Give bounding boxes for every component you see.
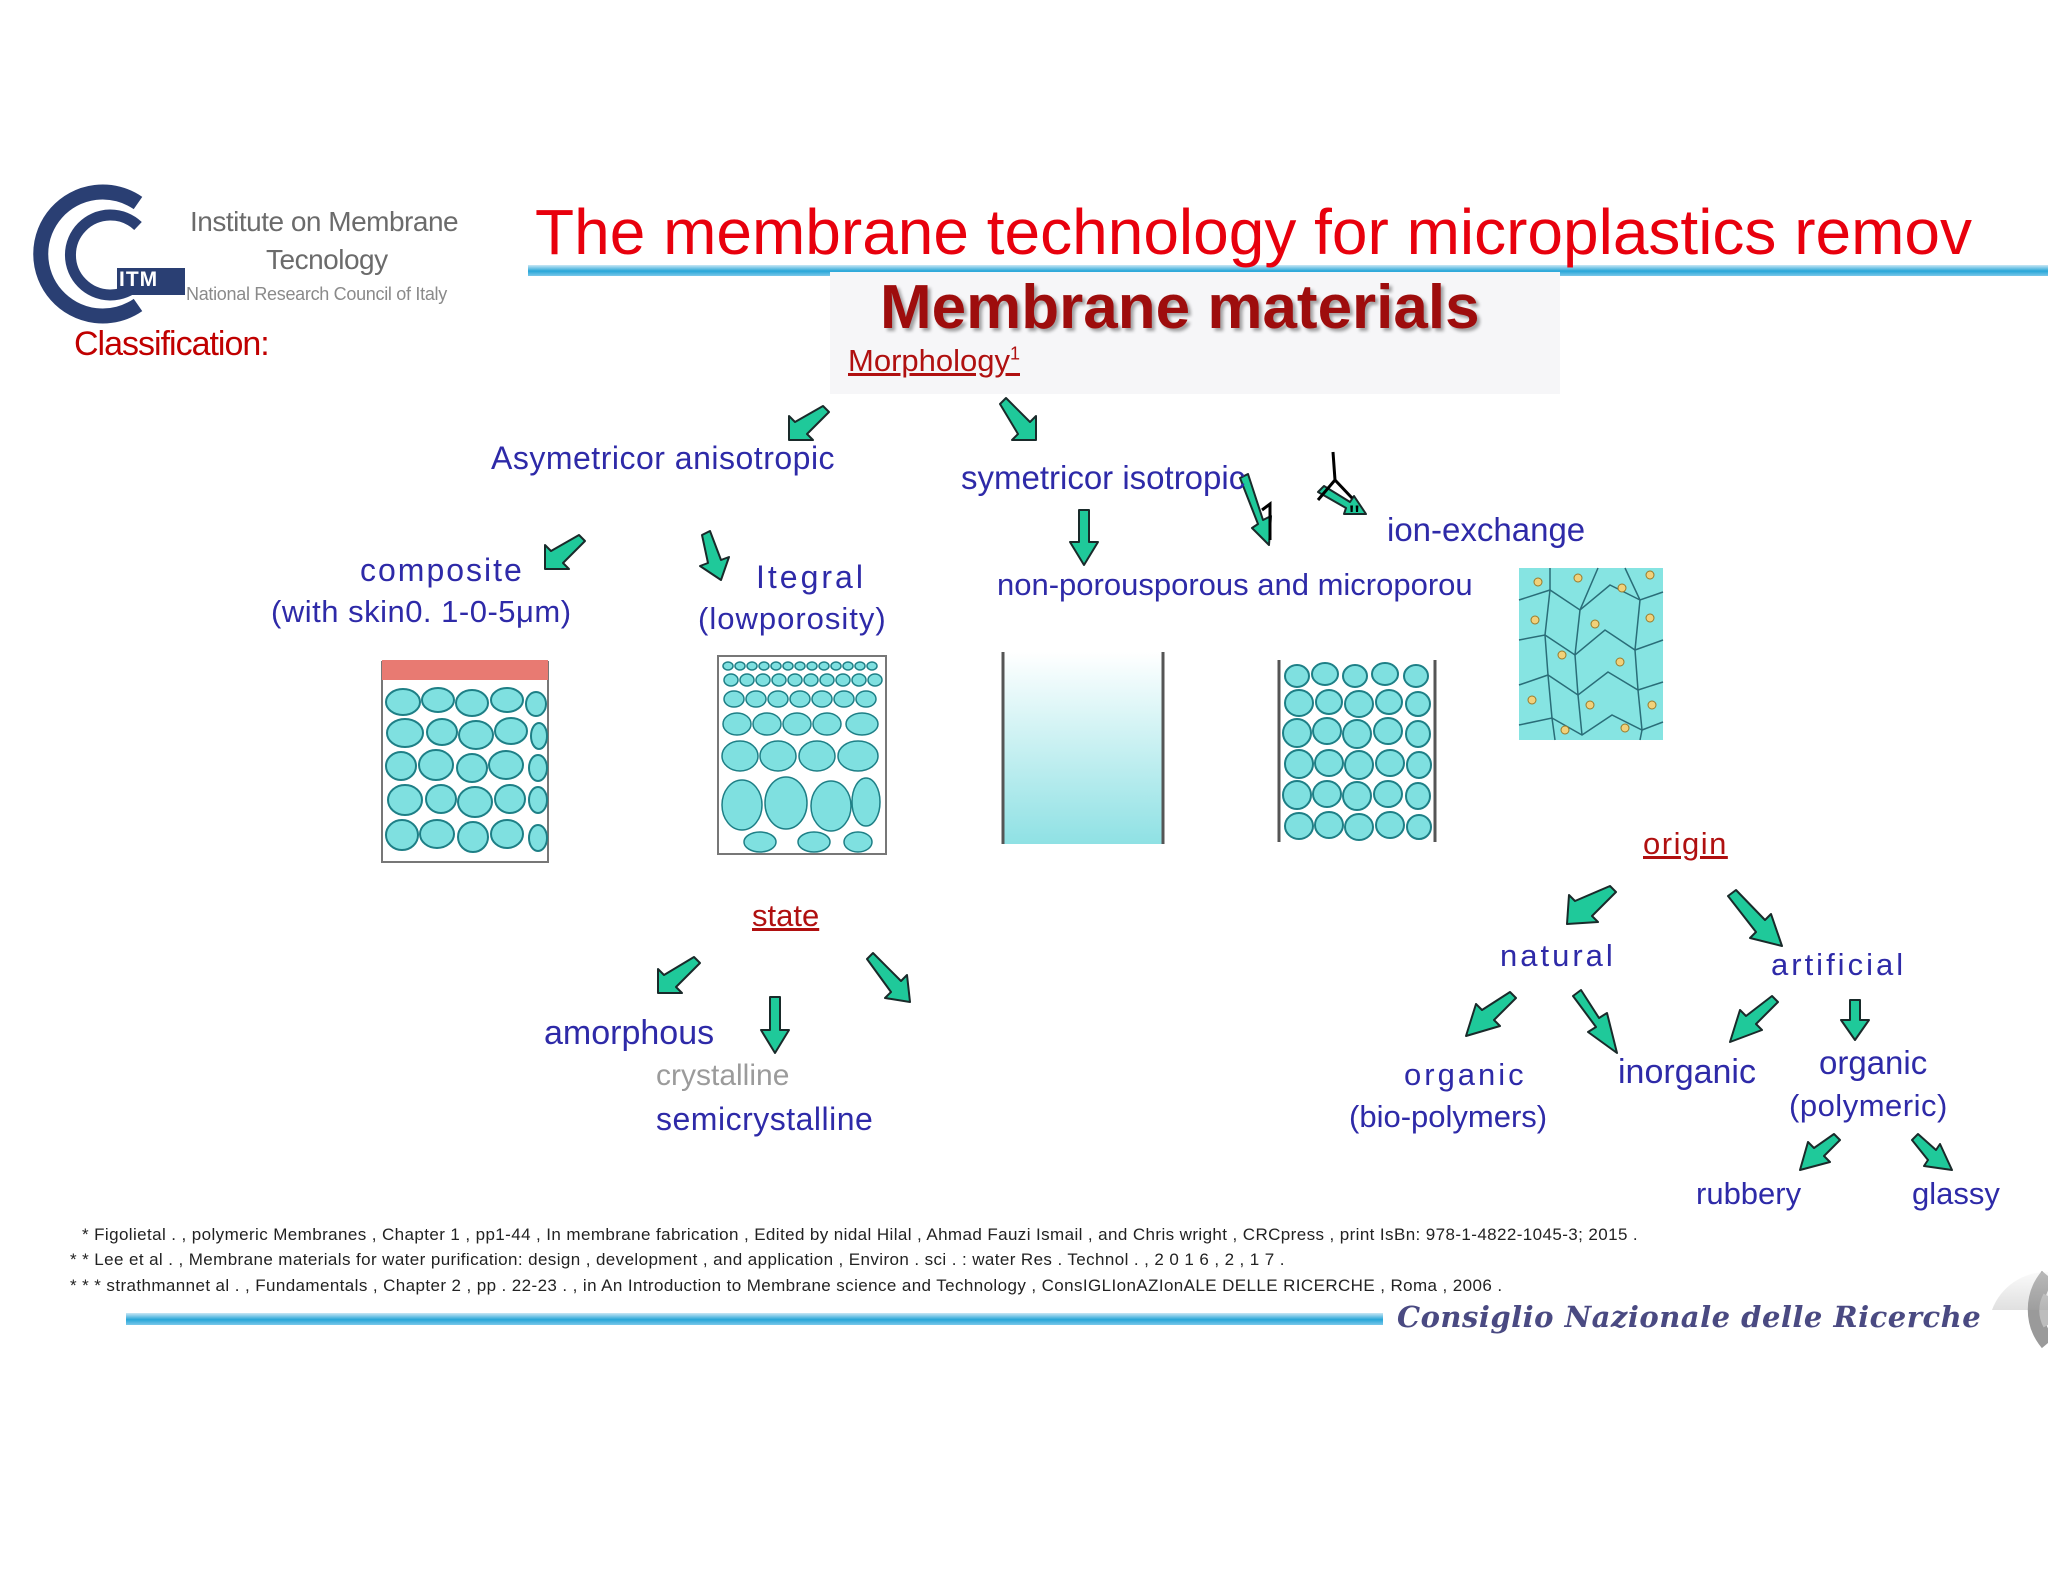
morphology-root: Morphology1 (848, 343, 1020, 379)
membrane-ion-exchange-illustration (1518, 567, 1664, 741)
arrow-origin-to-natural (1566, 885, 1617, 925)
stray-quote-mark: " (1349, 500, 1360, 533)
node-ion-exchange: ion-exchange (1387, 511, 1586, 548)
arrow-asym-to-integral (699, 530, 730, 581)
node-organic-natural: organic (1404, 1057, 1527, 1092)
node-composite: composite (360, 552, 524, 588)
arrow-origin-to-artificial (1727, 889, 1783, 947)
subtitle-background (830, 272, 1560, 394)
arrow-morphology-to-sym (999, 397, 1037, 441)
node-glassy: glassy (1912, 1176, 2000, 1211)
arrow-natural-to-inorganic (1572, 989, 1618, 1054)
arrow-sym-to-nonporous (1069, 509, 1099, 566)
arrow-state-to-semicrystalline (866, 952, 911, 1003)
arrow-state-to-amorphous (657, 956, 701, 994)
node-organic-artificial-note: (polymeric) (1789, 1088, 1948, 1123)
institute-name-line2: Tecnology (266, 244, 388, 275)
membrane-microporous-illustration (1277, 660, 1437, 842)
node-composite-note: (with skin0. 1-0-5μm) (271, 594, 572, 629)
state-root: state (752, 898, 820, 933)
arrow-organic-to-rubbery (1799, 1133, 1841, 1171)
arrow-state-to-crystalline (760, 996, 790, 1054)
stray-marks (1261, 451, 1354, 540)
cnr-logo (1992, 1270, 2048, 1349)
morphology-footnote-mark: 1 (1009, 343, 1020, 364)
arrow-artificial-to-inorganic (1729, 995, 1779, 1043)
node-amorphous: amorphous (544, 1014, 715, 1052)
reference-2: * * Lee et al . , Membrane materials for… (70, 1250, 1285, 1269)
reference-1: * Figolietal . , polymeric Membranes , C… (82, 1225, 1639, 1244)
classification-label: Classification: (74, 325, 270, 363)
arrow-natural-to-organic (1465, 991, 1517, 1037)
node-asymmetric: Asymetricor anisotropic (491, 440, 836, 476)
node-artificial: artificial (1771, 947, 1907, 982)
node-integral: Itegral (756, 559, 866, 595)
arrow-morphology-to-asym (788, 405, 830, 441)
node-semicrystalline: semicrystalline (656, 1101, 874, 1137)
node-organic-artificial: organic (1819, 1044, 1928, 1081)
page-title: The membrane technology for microplastic… (535, 196, 1972, 268)
title-underline (528, 265, 2048, 276)
node-organic-natural-note: (bio-polymers) (1349, 1099, 1548, 1134)
morphology-root-label: Morphology (848, 343, 1010, 378)
node-natural: natural (1500, 938, 1616, 973)
cnr-signature: Consiglio Nazionale delle Ricerche (1397, 1300, 1982, 1334)
node-rubbery: rubbery (1696, 1176, 1802, 1211)
node-integral-note: (lowporosity) (698, 601, 887, 636)
institute-name-line3: National Research Council of Italy (186, 284, 447, 304)
itm-logo (33, 184, 185, 324)
footer-rule (126, 1313, 1383, 1325)
reference-3: * * * strathmannet al . , Fundamentals ,… (70, 1276, 1503, 1295)
page-subtitle: Membrane materials (880, 273, 1480, 342)
membrane-integral-illustration (717, 655, 887, 855)
node-nonporous: non-porousporous and microporou (997, 567, 1473, 602)
membrane-nonporous-illustration (1001, 652, 1165, 844)
membrane-composite-illustration (381, 660, 549, 863)
arrow-organic-to-glassy (1911, 1133, 1953, 1171)
tree-arrows (544, 397, 1953, 1171)
institute-name-line1: Institute on Membrane (190, 206, 459, 237)
arrow-artificial-to-organic (1840, 999, 1870, 1041)
node-symmetric: symetricor isotropic (961, 459, 1246, 496)
node-inorganic: inorganic (1618, 1053, 1756, 1091)
itm-logo-initials: ITM (119, 268, 159, 291)
arrow-asym-to-composite (544, 534, 586, 570)
node-crystalline: crystalline (656, 1059, 790, 1092)
origin-root: origin (1643, 826, 1728, 861)
